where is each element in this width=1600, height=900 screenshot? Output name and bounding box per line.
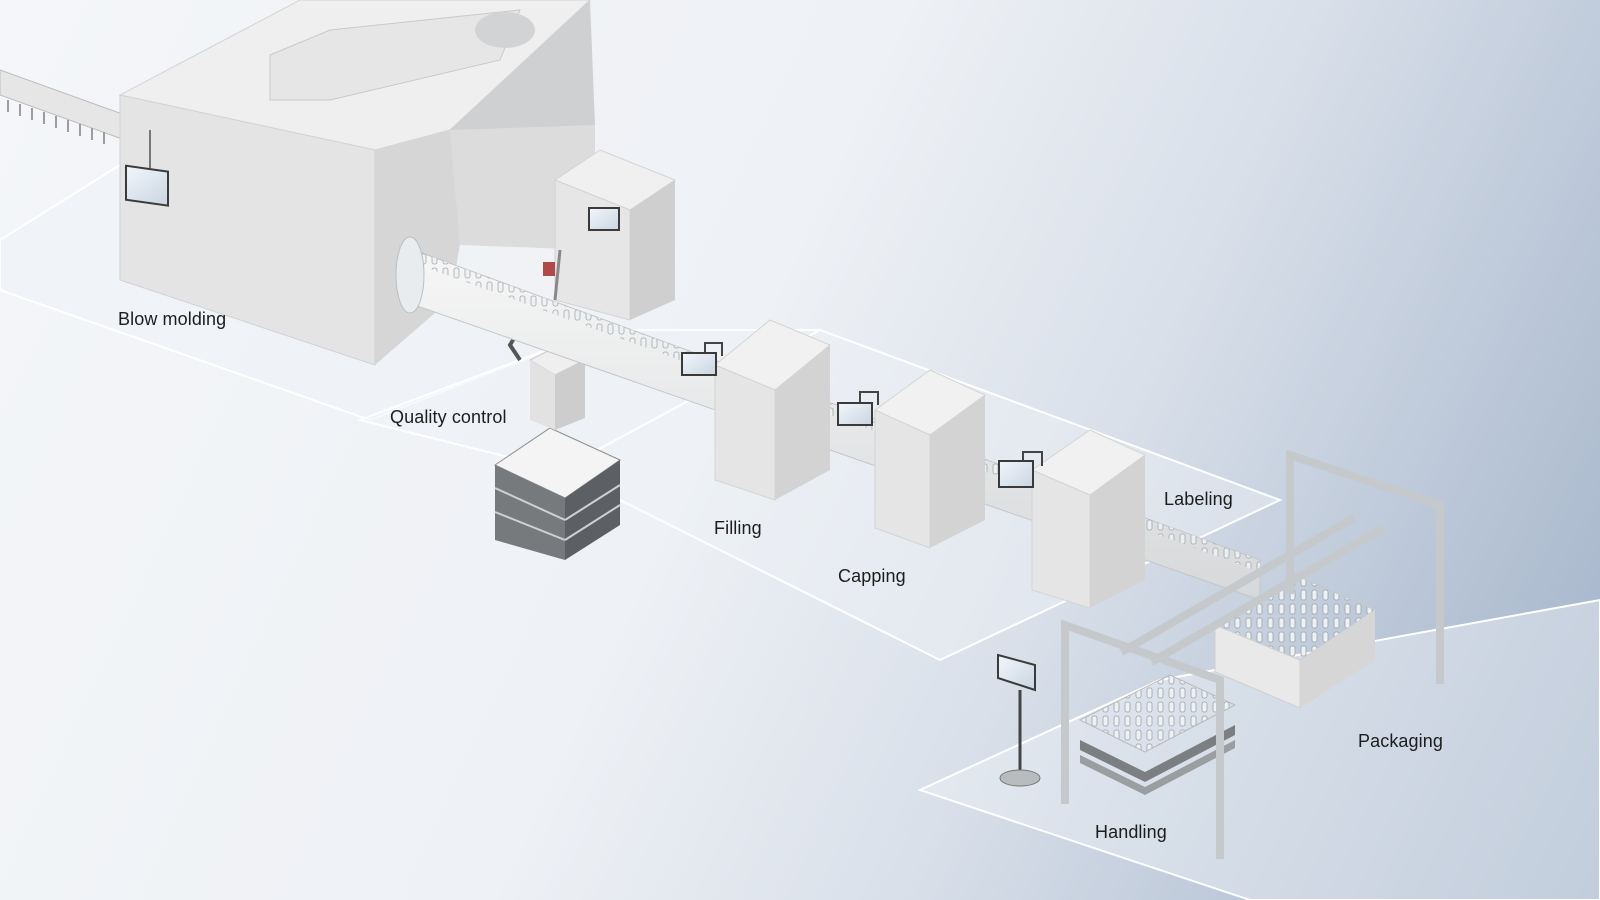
packaging-box — [1213, 574, 1377, 709]
touch-panel-icon — [837, 391, 879, 426]
reject-bins — [493, 427, 622, 560]
label-blow-molding: Blow molding — [118, 309, 227, 329]
touch-panel-icon — [681, 342, 723, 376]
filling-machine — [714, 319, 831, 501]
touch-panel-icon — [998, 451, 1043, 488]
infeed-conveyor — [0, 69, 126, 144]
labeling-machine — [1030, 429, 1146, 609]
touch-panel-icon — [125, 130, 169, 207]
label-packaging: Packaging — [1358, 731, 1443, 751]
zone-handling — [917, 598, 1600, 900]
handling-pallet — [1078, 674, 1237, 795]
label-quality-control: Quality control — [390, 407, 507, 427]
gantry-frames — [1061, 449, 1444, 859]
capping-machine — [874, 369, 986, 549]
label-handling: Handling — [1095, 822, 1167, 842]
label-capping: Capping — [838, 566, 906, 586]
operator-terminal — [997, 653, 1041, 787]
quality-control-cabinet — [553, 149, 677, 321]
label-labeling: Labeling — [1164, 489, 1233, 509]
label-filling: Filling — [714, 518, 762, 538]
